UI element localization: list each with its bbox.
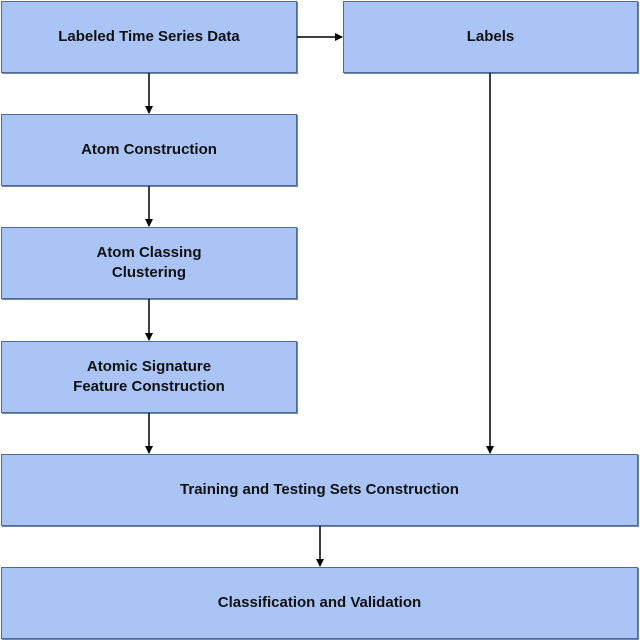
labeled-time-series-data-label: Labeled Time Series Data <box>58 28 240 45</box>
classification-validation-node: Classification and Validation <box>1 567 638 639</box>
training-testing-sets-construction-node: Training and Testing Sets Construction <box>1 454 638 526</box>
classification-validation-label: Classification and Validation <box>217 594 422 611</box>
atom-classing-clustering-label: Atom Classing Clustering <box>96 244 202 281</box>
atom-construction-node: Atom Construction <box>1 114 297 186</box>
atomic-signature-feature-construction-label: Atomic Signature Feature Construction <box>73 358 225 395</box>
training-testing-sets-construction-label: Training and Testing Sets Construction <box>180 481 459 498</box>
atom-construction-label: Atom Construction <box>81 141 217 158</box>
atomic-signature-feature-construction-node: Atomic Signature Feature Construction <box>1 341 297 413</box>
labels-label: Labels <box>466 28 515 45</box>
atom-classing-clustering-node: Atom Classing Clustering <box>1 227 297 299</box>
labels-node: Labels <box>343 1 638 73</box>
labeled-time-series-data-node: Labeled Time Series Data <box>1 1 297 73</box>
